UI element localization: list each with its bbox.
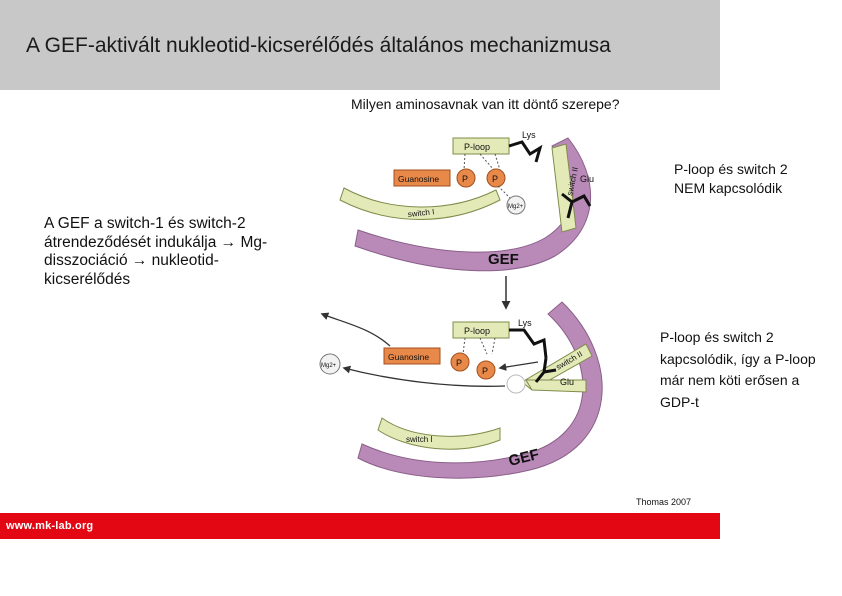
ploop-label-bottom: P-loop [464, 326, 490, 336]
phosphate-2-label-top: P [492, 174, 498, 184]
phosphate-1-label-top: P [462, 174, 468, 184]
footer-url: www.mk-lab.org [6, 520, 94, 532]
lys-label-top: Lys [522, 130, 536, 140]
mg-label-top: Mg2+ [508, 204, 524, 210]
phosphate-2-bottom [476, 360, 496, 380]
lys-phosphate-arrow [498, 361, 539, 371]
mg-label-bottom: Mg2+ [321, 363, 337, 369]
note-bottom: P-loop és switch 2 kapcsolódik, így a P-… [660, 329, 816, 410]
footer-bar [0, 513, 720, 539]
contact-line [462, 337, 466, 355]
switch1-top [339, 187, 501, 220]
guanosine-box-bottom [383, 347, 441, 365]
contact-line [463, 153, 466, 171]
glu-label-top: Glu [580, 174, 594, 184]
question-text: Milyen aminosavnak van itt döntő szerepe… [351, 96, 620, 112]
phosphate-1-bottom [450, 352, 470, 372]
lys-chain-bottom [509, 328, 548, 359]
slide-title: A GEF-aktivált nukleotid-kicserélődés ál… [26, 34, 611, 57]
contact-line [497, 185, 511, 199]
switch1-label-top: switch I [407, 207, 434, 219]
guanosine-label-bottom: Guanosine [388, 352, 429, 362]
note-top: P-loop és switch 2 NEM kapcsolódik [674, 161, 788, 196]
gef-label-bottom: GEF [507, 446, 541, 470]
title-bar [0, 0, 720, 90]
mechanism-description: A GEF a switch-1 és switch-2 átrendeződé… [44, 215, 268, 288]
release-arrow-mg [342, 365, 506, 387]
contact-line [491, 337, 496, 355]
ploop-label-top: P-loop [464, 142, 490, 152]
glu-branch-top [571, 194, 592, 207]
bottom-panel: GEF switch I switch II P-loop Lys Glu Gu… [319, 301, 603, 479]
phosphate-2-label-bottom: P [482, 366, 488, 376]
phosphate-1-top [456, 168, 476, 188]
mg-ion-top [506, 195, 526, 215]
phosphate-1-label-bottom: P [456, 358, 462, 368]
credit-text: Thomas 2007 [636, 497, 692, 507]
gef-label-top: GEF [488, 251, 519, 268]
mg-ion-bottom [319, 353, 341, 375]
switch2-tail-bottom [525, 379, 587, 393]
lys-label-bottom: Lys [518, 318, 532, 328]
top-panel: GEF switch I switch II P-loop Lys Glu Gu… [339, 130, 594, 272]
contact-line [494, 153, 501, 171]
release-arrow-guanosine [320, 312, 391, 347]
contact-line [479, 337, 488, 355]
switch1-label-bottom: switch I [406, 435, 433, 444]
phosphate-2-top [486, 168, 506, 188]
guanosine-label-top: Guanosine [398, 174, 439, 184]
guanosine-box-top [393, 169, 451, 187]
lys-chain-top [508, 140, 543, 163]
contact-line [479, 153, 495, 171]
mg-site-bottom [506, 374, 526, 394]
gef-mechanism-diagram: GEF switch I switch II P-loop Lys Glu Gu… [319, 130, 603, 479]
switch1-bottom [377, 417, 501, 450]
glu-label-bottom: Glu [560, 377, 574, 387]
glu-branch-bottom [543, 368, 557, 374]
gef-arc-bottom [357, 301, 603, 479]
